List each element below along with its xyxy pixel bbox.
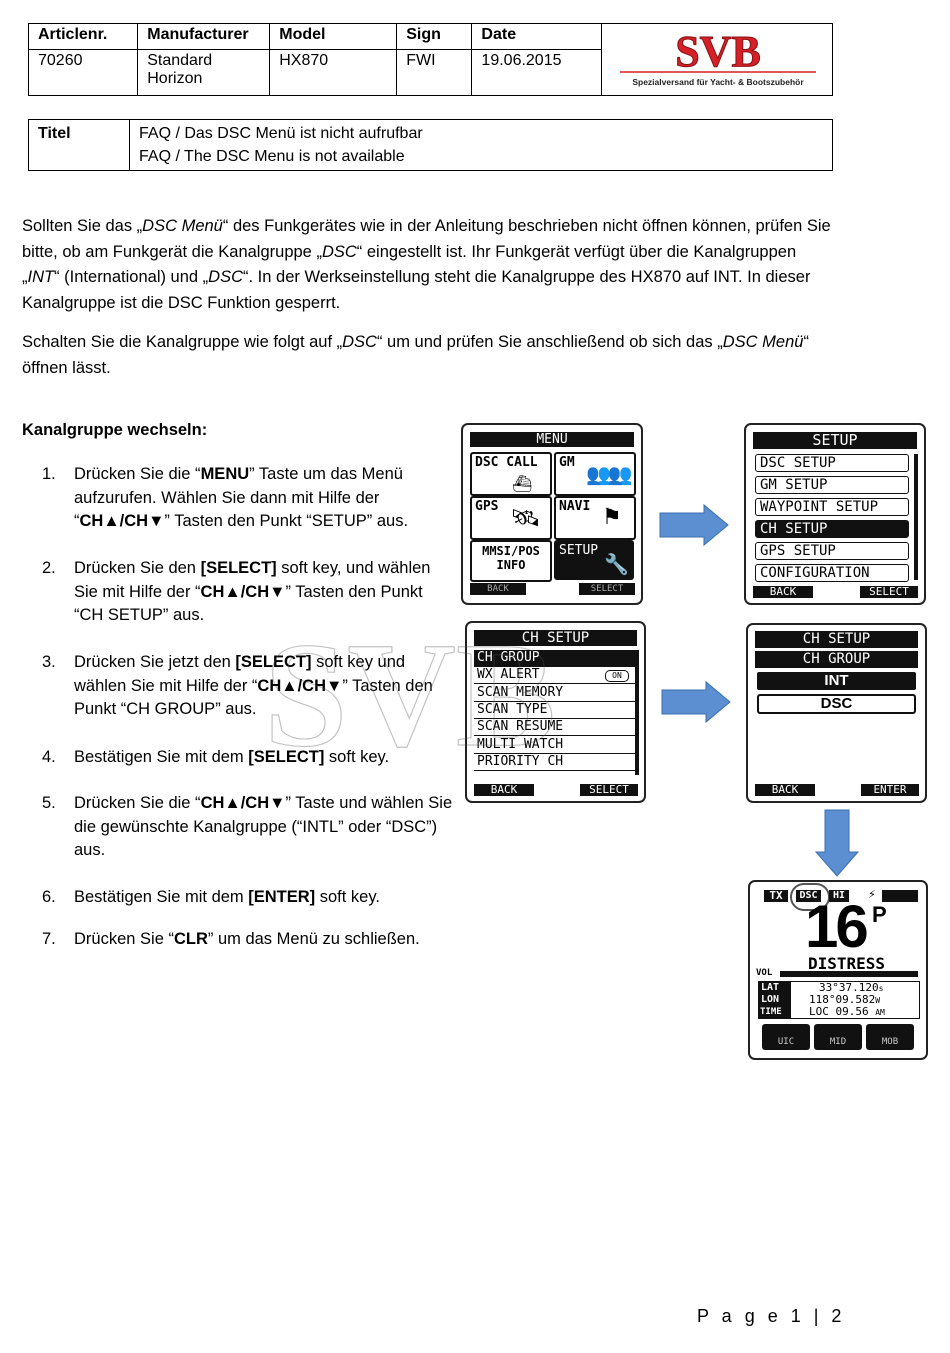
header-model: HX870 <box>269 49 398 96</box>
header-date: 19.06.2015 <box>471 49 602 96</box>
header-col-manufacturer: Manufacturer <box>137 23 271 50</box>
ch-group-option-int[interactable]: INT <box>757 672 916 690</box>
ship-icon: ⛴ <box>512 476 533 493</box>
ch-setup-item[interactable]: CH GROUP <box>474 650 636 667</box>
lon-value: 118°09.582W <box>809 993 881 1006</box>
battery-gps-icon: ⚡ <box>868 889 876 901</box>
channel-suffix: P <box>872 902 887 927</box>
header-col-model: Model <box>269 23 398 50</box>
wx-alert-badge: ON <box>605 670 629 682</box>
dsc-indicator: DSC <box>796 890 821 902</box>
setup-back-key: BACK <box>753 586 813 598</box>
channel-number: 16 <box>805 893 869 960</box>
setup-select-key: SELECT <box>860 586 918 598</box>
intro-paragraph-1: Sollten Sie das „DSC Menü“ des Funkgerät… <box>22 217 831 312</box>
menu-select-key: SELECT <box>579 583 635 595</box>
header-col-article: Articlenr. <box>27 23 139 50</box>
time-label: TIME <box>760 1007 782 1017</box>
ch-group-back-key: BACK <box>755 784 815 796</box>
setup-scrollbar[interactable] <box>914 454 918 580</box>
logo-cell <box>600 23 834 96</box>
logo-text: SVB <box>675 27 761 76</box>
title-line-2: FAQ / The DSC Menu is not available <box>139 148 405 165</box>
menu-tile-setup: SETUP 🔧 <box>554 540 634 580</box>
tx-indicator: TX <box>764 890 788 902</box>
ch-group-subtitle: CH GROUP <box>755 651 918 668</box>
menu-tile-navi: NAVI ⚑ <box>554 496 636 540</box>
flag-icon: ⚑ <box>602 504 622 529</box>
lat-label: LAT <box>761 982 780 993</box>
setup-item[interactable]: WAYPOINT SETUP <box>755 498 909 516</box>
position-box: LAT LON TIME 33°37.120s 118°09.582W LOC … <box>758 981 920 1019</box>
arrow-right-icon <box>661 680 731 724</box>
screen-setup: SETUP DSC SETUP GM SETUP WAYPOINT SETUP CH … <box>744 423 926 605</box>
menu-tile-dsc-call: DSC CALL ⛴ <box>470 452 552 496</box>
title-table: Titel FAQ / Das DSC Menü ist nicht aufru… <box>28 119 833 171</box>
header-col-date: Date <box>471 23 602 50</box>
screen-main: TX DSC HI ⚡ 16 P DISTRESS VOL LAT LON TI… <box>748 880 928 1060</box>
ch-group-option-dsc[interactable]: DSC <box>757 694 916 714</box>
ch-setup-item[interactable]: WX ALERT <box>474 667 636 685</box>
logo-tagline: Spezialversand für Yacht- & Bootszubehör <box>632 77 804 87</box>
menu-tile-mmsi: MMSI/POS INFO <box>470 540 552 582</box>
ch-setup-title: CH SETUP <box>474 630 637 646</box>
ch-setup-back-key: BACK <box>474 784 534 796</box>
ch-setup-select-key: SELECT <box>580 784 638 796</box>
time-value: LOC 09.56 AM <box>809 1005 885 1018</box>
arrow-down-icon <box>814 809 860 877</box>
header-manufacturer: Standard Horizon <box>137 49 271 96</box>
menu-tile-gps: GPS 🛰 <box>470 496 552 540</box>
screen-menu: MENU DSC CALL ⛴ GM 👥👥 GPS 🛰 NAVI ⚑ MMSI/… <box>461 423 643 605</box>
setup-item[interactable]: DSC SETUP <box>755 454 909 472</box>
svb-logo: SVB Spezialversand für Yacht- & Bootszub… <box>606 27 830 93</box>
wrench-icon: 🔧 <box>604 554 629 576</box>
setup-title: SETUP <box>753 432 917 449</box>
lat-value: 33°37.120s <box>819 981 884 994</box>
title-label: Titel <box>28 119 130 171</box>
ch-setup-item[interactable]: SCAN MEMORY <box>474 684 636 702</box>
ch-setup-scrollbar[interactable] <box>635 650 639 775</box>
title-line-1: FAQ / Das DSC Menü ist nicht aufrufbar <box>139 125 423 142</box>
header-sign: FWI <box>396 49 473 96</box>
ch-group-title: CH SETUP <box>755 631 918 648</box>
header-table: Articlenr. Manufacturer Model Sign Date … <box>27 23 834 96</box>
page-footer: P a g e 1 | 2 <box>697 1306 846 1326</box>
header-article: 70260 <box>27 49 139 96</box>
ch-setup-item[interactable]: SCAN RESUME <box>474 719 636 737</box>
ch-group-enter-key: ENTER <box>861 784 919 796</box>
section-title: Kanalgruppe wechseln: <box>22 421 208 439</box>
lon-label: LON <box>761 994 780 1005</box>
ch-setup-item[interactable]: SCAN TYPE <box>474 701 636 719</box>
softkey-uic: UIC <box>762 1024 810 1050</box>
ch-setup-item[interactable]: MULTI WATCH <box>474 736 636 754</box>
menu-title: MENU <box>470 432 634 447</box>
hi-indicator: HI <box>829 890 849 902</box>
setup-item[interactable]: GPS SETUP <box>755 542 909 560</box>
menu-tile-gm: GM 👥👥 <box>554 452 636 496</box>
title-text: FAQ / Das DSC Menü ist nicht aufrufbar F… <box>129 119 833 171</box>
group-icon: 👥👥 <box>586 464 633 486</box>
menu-back-key: BACK <box>470 583 526 595</box>
vol-bar <box>780 971 918 977</box>
battery-bar <box>882 890 918 902</box>
setup-item[interactable]: GM SETUP <box>755 476 909 494</box>
softkey-mid: MID <box>814 1024 862 1050</box>
ch-setup-item[interactable]: PRIORITY CH <box>474 753 636 771</box>
setup-item[interactable]: CH SETUP <box>755 520 909 538</box>
softkey-mob: MOB <box>866 1024 914 1050</box>
channel-name: DISTRESS <box>808 954 886 973</box>
screen-ch-group: CH SETUP CH GROUP INT DSC BACK ENTER <box>746 623 927 803</box>
header-col-sign: Sign <box>396 23 473 50</box>
satellite-icon: 🛰 <box>510 505 541 532</box>
arrow-right-icon <box>659 503 729 547</box>
intro-paragraph-2: Schalten Sie die Kanalgruppe wie folgt a… <box>22 333 809 377</box>
vol-label: VOL <box>756 968 773 978</box>
setup-item[interactable]: CONFIGURATION <box>755 564 909 582</box>
